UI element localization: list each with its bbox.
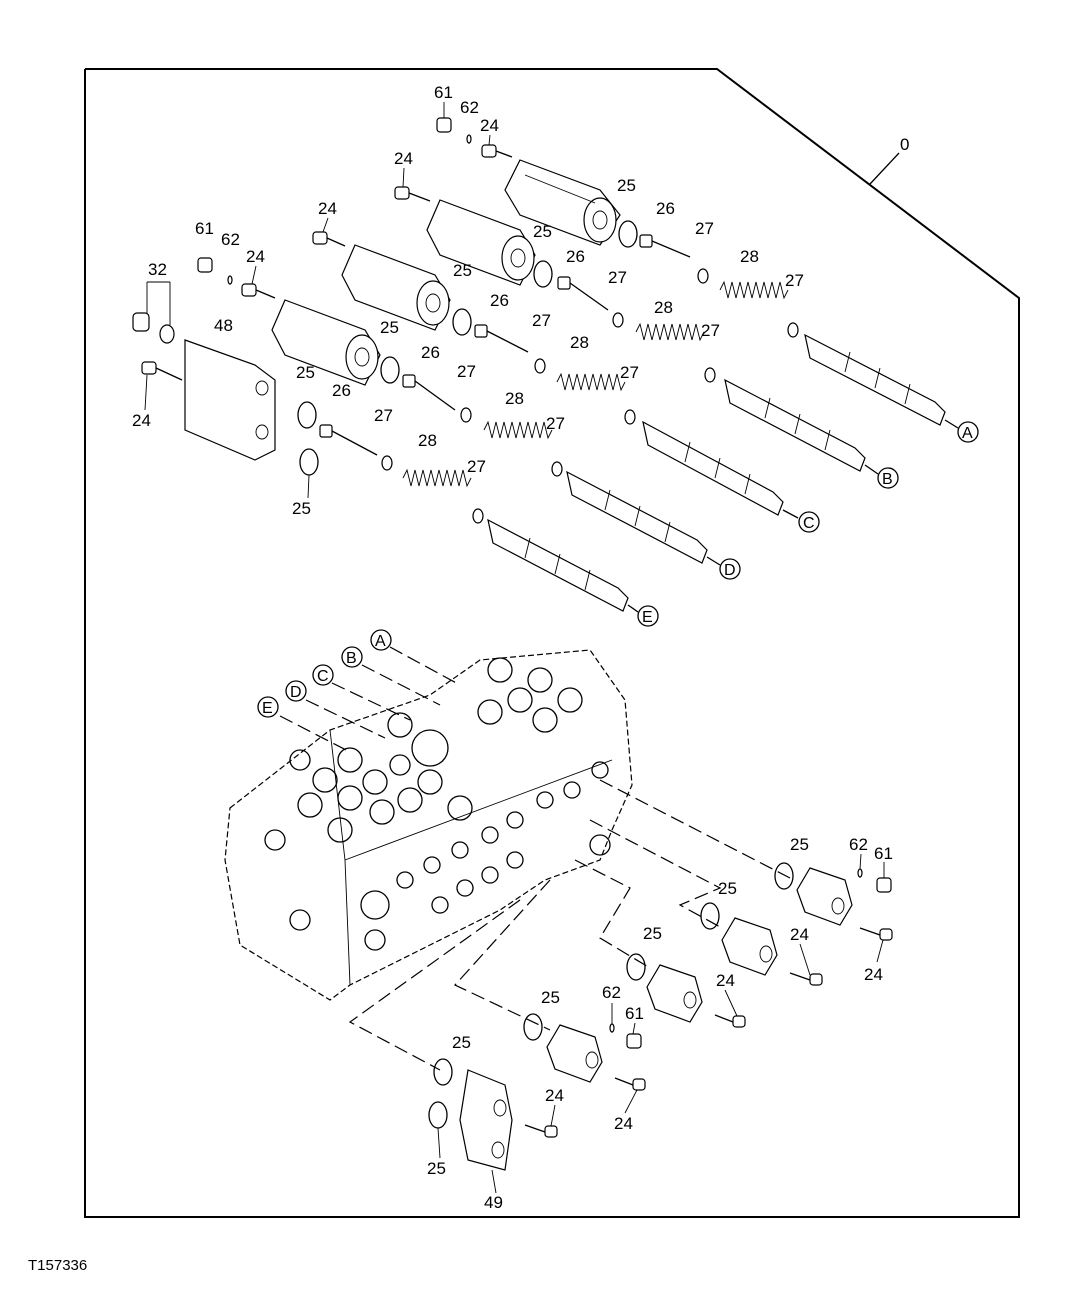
lower-cap-49: [459, 1069, 513, 1171]
callout-28: 28: [654, 298, 673, 317]
bolt-parts: [141, 144, 513, 381]
lower-cap-3: [646, 964, 703, 1023]
spool-d: [566, 470, 708, 564]
body-letter-c: C: [317, 668, 329, 685]
plug-parts: [132, 117, 472, 344]
diagram-frame: [84, 68, 1020, 1218]
callout-24: 24: [394, 149, 413, 168]
callout-27: 27: [620, 363, 639, 382]
callout-27: 27: [467, 457, 486, 476]
callout-27: 27: [374, 406, 393, 425]
callout-24: 24: [132, 411, 151, 430]
callout-25: 25: [533, 222, 552, 241]
lower-dashed-leaders: [348, 779, 791, 1071]
callout-leaders: [144, 102, 885, 1194]
callout-26: 26: [566, 247, 585, 266]
spool-e: [487, 518, 629, 612]
callout-28: 28: [740, 247, 759, 266]
callout-25: 25: [643, 924, 662, 943]
callout-28: 28: [570, 333, 589, 352]
spool-letter-d: D: [724, 562, 736, 579]
spool-b: [724, 378, 866, 472]
callout-62: 62: [849, 835, 868, 854]
spring-seat-parts: [381, 268, 799, 524]
callout-28: 28: [418, 431, 437, 450]
lower-cap-1: [796, 867, 853, 926]
callout-24: 24: [545, 1086, 564, 1105]
callout-27: 27: [701, 321, 720, 340]
callout-25: 25: [790, 835, 809, 854]
spool-a: [804, 333, 946, 426]
valve-body: [224, 649, 633, 1001]
callout-25: 25: [452, 1033, 471, 1052]
body-letter-b: B: [346, 650, 357, 667]
callout-26: 26: [656, 199, 675, 218]
callout-27: 27: [532, 311, 551, 330]
spool-cap-4: [271, 299, 381, 386]
callout-24: 24: [480, 116, 499, 135]
figure-id: T157336: [28, 1257, 87, 1274]
spool-letter-b: B: [882, 471, 893, 488]
spool-letter-a: A: [962, 425, 973, 442]
callout-labels: 61 62 24 24 25 26 27 28 27 24 25 26 27 2…: [132, 83, 893, 1212]
body-letter-circles: A B C D E: [257, 629, 392, 718]
lower-cap-2: [721, 917, 778, 976]
spool-cap-1: [504, 159, 621, 246]
lower-cap-4: [546, 1024, 603, 1083]
spool-letter-c: C: [803, 515, 815, 532]
callout-27: 27: [695, 219, 714, 238]
o-ring-parts: [297, 220, 638, 476]
callout-24: 24: [246, 247, 265, 266]
callout-27: 27: [785, 271, 804, 290]
callout-49: 49: [484, 1193, 503, 1212]
callout-25: 25: [427, 1159, 446, 1178]
assembly-leader: [869, 152, 900, 185]
callout-25: 25: [453, 261, 472, 280]
callout-26: 26: [421, 343, 440, 362]
spool-cap-48: [184, 339, 276, 461]
callout-32: 32: [148, 260, 167, 279]
callout-25: 25: [380, 318, 399, 337]
callout-26: 26: [332, 381, 351, 400]
callout-48: 48: [214, 316, 233, 335]
callout-25: 25: [617, 176, 636, 195]
callout-25: 25: [718, 879, 737, 898]
callout-27: 27: [457, 362, 476, 381]
lower-bolts: [524, 868, 893, 1138]
callout-61: 61: [195, 219, 214, 238]
callout-25: 25: [296, 363, 315, 382]
body-letter-e: E: [262, 700, 273, 717]
callout-27: 27: [608, 268, 627, 287]
callout-24: 24: [614, 1114, 633, 1133]
body-letter-a: A: [375, 633, 386, 650]
callout-62: 62: [460, 98, 479, 117]
callout-28: 28: [505, 389, 524, 408]
callout-26: 26: [490, 291, 509, 310]
callout-61: 61: [874, 844, 893, 863]
callout-62: 62: [221, 230, 240, 249]
spool-letter-e: E: [642, 609, 653, 626]
body-letter-d: D: [290, 684, 302, 701]
callout-61: 61: [625, 1004, 644, 1023]
callout-24: 24: [318, 199, 337, 218]
callout-61: 61: [434, 83, 453, 102]
callout-62: 62: [602, 983, 621, 1002]
spool-letter-circles: A B C D E: [637, 421, 979, 627]
spool-letter-leaders: [627, 419, 959, 613]
spool-cap-2: [426, 199, 536, 286]
callout-27: 27: [546, 414, 565, 433]
callout-24: 24: [790, 925, 809, 944]
spool-cap-3: [341, 244, 451, 331]
spool-c: [642, 420, 784, 516]
guide-pin-parts: [319, 234, 691, 456]
body-letter-leaders: [279, 646, 461, 753]
callout-assembly: 0: [900, 135, 909, 154]
callout-24: 24: [864, 965, 883, 984]
callout-25: 25: [541, 988, 560, 1007]
callout-24: 24: [716, 971, 735, 990]
spring-parts: [402, 280, 789, 488]
callout-25: 25: [292, 499, 311, 518]
